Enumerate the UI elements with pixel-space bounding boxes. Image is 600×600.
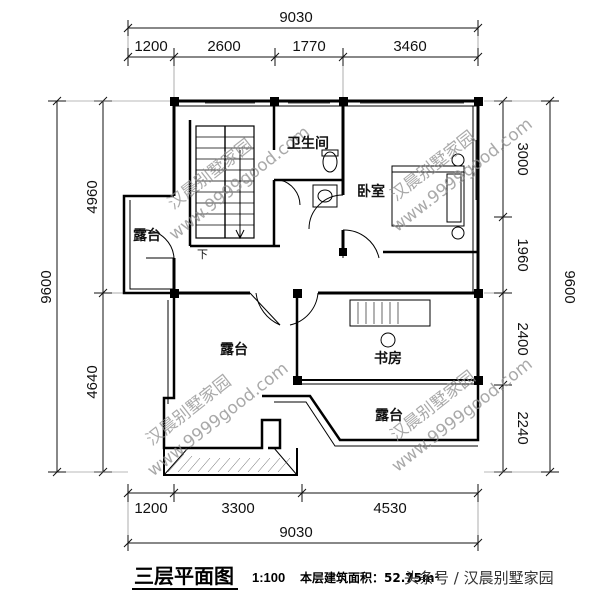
room-label-bathroom: 卫生间 bbox=[287, 135, 329, 152]
plan-title: 三层平面图 bbox=[134, 564, 234, 588]
fixtures bbox=[235, 149, 465, 348]
footer-watermark: 头条号 / 汉晨别墅家园 bbox=[404, 569, 554, 587]
dim-bottom-seg-3: 4530 bbox=[373, 500, 406, 517]
room-label-bedroom: 卧室 bbox=[357, 183, 385, 200]
dim-top-seg-2: 2600 bbox=[207, 38, 240, 55]
walls bbox=[122, 99, 480, 476]
room-label-terrace-middle: 露台 bbox=[220, 341, 248, 358]
dim-right-seg-2: 1960 bbox=[514, 238, 531, 271]
room-label-terrace-bottom: 露台 bbox=[375, 407, 403, 424]
dim-left-total: 9600 bbox=[38, 270, 55, 303]
dim-right-seg-3: 2400 bbox=[514, 322, 531, 355]
dim-right-seg-1: 3000 bbox=[514, 142, 531, 175]
dim-bottom-seg-1: 1200 bbox=[134, 500, 167, 517]
watermark-group-3: 汉晨别墅家园 www.9999good.com bbox=[143, 359, 293, 481]
dim-right-seg-4: 2240 bbox=[514, 411, 531, 444]
room-label-study: 书房 bbox=[374, 350, 402, 367]
dim-top-total: 9030 bbox=[279, 9, 312, 26]
plan-scale: 1:100 bbox=[252, 570, 285, 585]
floor-area-label: 本层建筑面积：52.75m² bbox=[300, 570, 440, 585]
dim-bottom-seg-2: 3300 bbox=[221, 500, 254, 517]
stair-down-label: 下 bbox=[197, 249, 208, 261]
dim-top-seg-1: 1200 bbox=[134, 38, 167, 55]
dim-left-seg-1: 4960 bbox=[84, 180, 101, 213]
dim-bottom-total: 9030 bbox=[279, 524, 312, 541]
dimension-lines bbox=[48, 20, 559, 551]
dim-top-seg-3: 1770 bbox=[292, 38, 325, 55]
room-label-terrace-left: 露台 bbox=[133, 227, 161, 244]
dim-right-total: 9600 bbox=[561, 270, 578, 303]
dim-left-seg-2: 4640 bbox=[84, 365, 101, 398]
dim-top-seg-4: 3460 bbox=[393, 38, 426, 55]
